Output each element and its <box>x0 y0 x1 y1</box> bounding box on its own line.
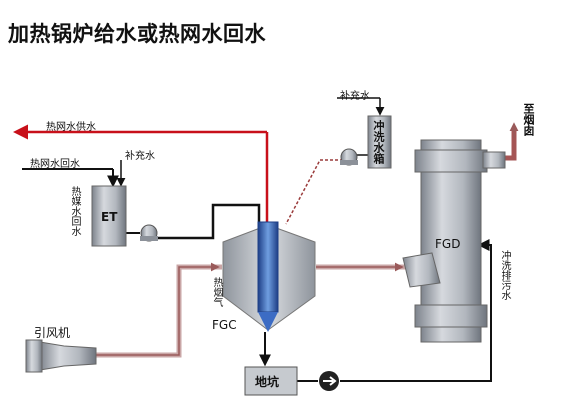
to-chimney-label: 至烟囱 <box>522 103 535 136</box>
flush-drain-label: 冲洗排污水 <box>499 250 510 300</box>
et-outlet-line <box>125 203 261 240</box>
fgd-tower <box>402 139 506 343</box>
induced-draft-fan <box>25 339 97 373</box>
wash-water-dashed-line <box>285 159 343 225</box>
et-tank <box>91 185 127 247</box>
sump-return-line <box>296 239 492 382</box>
sump-box <box>244 366 298 396</box>
sump-label: 地坑 <box>255 375 280 389</box>
fgc-heat-exchanger <box>222 221 316 332</box>
et-label: ET <box>101 210 118 224</box>
pump-icon <box>340 148 358 166</box>
heat-return-line <box>22 168 119 188</box>
flue-gas-inlet-line <box>96 262 222 358</box>
page-title: 加热锅炉给水或热网水回水 <box>8 22 266 46</box>
fgc-label: FGC <box>212 318 237 332</box>
fgd-label: FGD <box>435 237 461 251</box>
makeup-water-label-left: 补充水 <box>125 151 155 162</box>
heat-return-label: 热网水回水 <box>30 159 80 170</box>
makeup-water-label-top: 补充水 <box>340 91 370 102</box>
wash-water-tank <box>367 115 392 169</box>
to-chimney-line <box>502 122 519 161</box>
hot-flue-gas-label: 热烟气 <box>211 277 222 307</box>
pump-icon <box>140 224 158 242</box>
heat-supply-line <box>12 124 269 222</box>
wash-tank-label: 冲洗水箱 <box>372 120 385 164</box>
heat-supply-label: 热网水供水 <box>46 122 96 133</box>
induced-fan-label: 引风机 <box>34 326 71 340</box>
pump-icon <box>319 371 339 391</box>
heat-medium-return-label: 热媒水回水 <box>69 186 80 236</box>
